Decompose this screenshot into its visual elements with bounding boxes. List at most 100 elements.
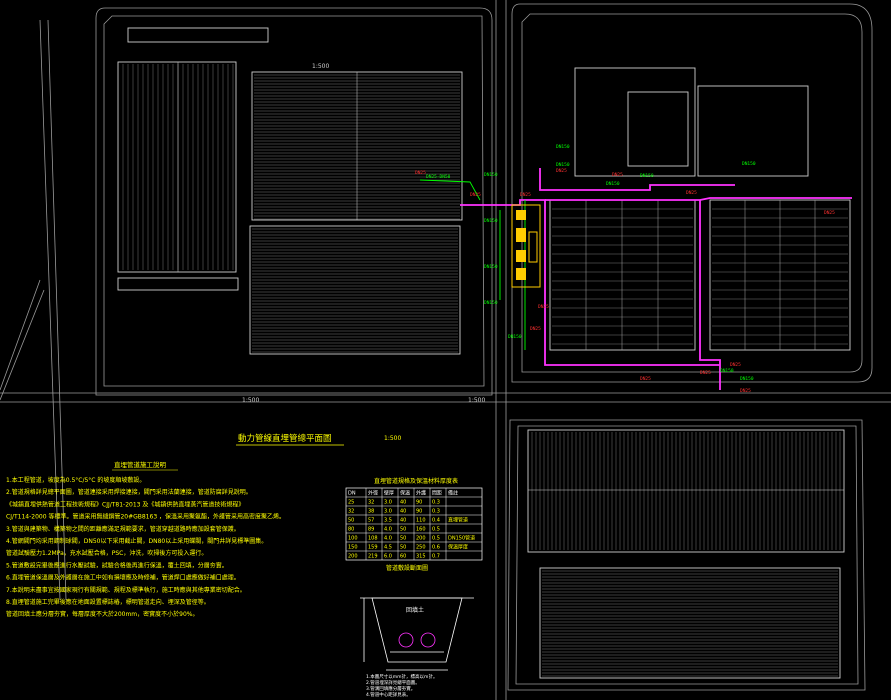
pipe-main-north	[539, 168, 735, 191]
red-pipe-tag: DN25	[824, 210, 835, 216]
green-pipe-tag: DN150	[606, 181, 620, 187]
pipe-green-west	[419, 179, 481, 201]
table-cell: 100	[348, 536, 358, 542]
table-cell: 200	[416, 536, 426, 542]
pipe-section-left	[398, 632, 414, 648]
table-cell: 159	[368, 545, 378, 551]
table-cell: 25	[348, 500, 354, 506]
lot-label-1: 1:500	[312, 63, 329, 70]
section-note-line: 1.本圖尺寸以mm計，標高以m計。	[366, 673, 437, 680]
right-bottom-buildings	[527, 429, 845, 679]
note-line: 8.直埋管道施工完畢後應在地面設置標誌樁，標明管道走向、埋深及管徑等。	[6, 598, 210, 606]
table-cell: 0.5	[432, 527, 440, 533]
table-header-cell: DN	[348, 491, 356, 497]
drawing-scale: 1:500	[384, 435, 401, 442]
note-line: 管道試驗壓力1.2MPa，充水試壓合格，PSC，沖洗，吹掃後方可投入運行。	[6, 549, 207, 557]
green-pipe-tag: DN25-DN50	[426, 174, 451, 180]
note-line: 3.管道與建築物、構築物之間的距離應滿足規範要求，管道穿越道路時應加設套管保護。	[6, 525, 240, 533]
table-cell: 0.3	[432, 509, 440, 515]
boiler-room	[511, 204, 541, 288]
green-pipe-tag: DN150	[556, 144, 570, 150]
red-pipe-tag: DN25	[538, 304, 549, 310]
note-line: 4.管網閥門均采用鋼制球閥，DN50以下采用截止閥，DN80以上采用蝶閥，閥門井…	[6, 537, 267, 545]
green-pipe-tag: DN150	[484, 300, 498, 306]
table-header-cell: 備註	[448, 490, 458, 497]
road-main-vertical	[495, 0, 507, 700]
section-note-line: 4.管道中心距詳見表。	[366, 691, 411, 698]
red-pipe-tag: DN25	[686, 190, 697, 196]
road-right-top-inner	[521, 13, 863, 373]
red-pipe-tag: DN25	[530, 326, 541, 332]
table-header-cell: 外徑	[368, 490, 378, 497]
pipe-routes	[460, 168, 852, 390]
red-pipe-tag: DN25	[470, 192, 481, 198]
table-cell: 90	[416, 509, 422, 515]
warehouse-upper	[527, 429, 845, 553]
table-cell: 50	[400, 545, 406, 551]
green-pipe-tag: DN150	[740, 376, 754, 382]
notes-heading: 直埋管道施工說明	[114, 460, 167, 469]
boiler-unit-5	[528, 231, 538, 263]
table-cell: 80	[348, 527, 354, 533]
section-fill-label: 回填土	[406, 606, 424, 614]
pipe-south	[544, 345, 720, 366]
green-pipe-tag: DN150	[640, 173, 654, 179]
road-left-site-inner	[103, 15, 485, 387]
table-header-cell: 壁厚	[384, 490, 394, 497]
table-cell: 4.0	[384, 527, 392, 533]
table-cell: 110	[416, 518, 426, 524]
green-pipe-tag: DN150	[484, 172, 498, 178]
left-site-buildings	[117, 27, 463, 355]
office-annex	[697, 85, 809, 177]
table-cell: 160	[416, 527, 426, 533]
road-right-top-outer	[511, 3, 873, 383]
table-title: 直埋管道規格及保溫材料厚度表	[374, 477, 458, 485]
note-line: 2.管道規格詳見總平面圖，管道連接采用焊接連接，閥門采用法蘭連接，管道防腐詳見說…	[6, 488, 252, 496]
table-cell: 0.4	[432, 518, 440, 524]
red-pipe-tag: DN25	[415, 170, 426, 176]
pipe-east-branch	[545, 199, 721, 390]
office-courtyard	[627, 91, 689, 167]
table-cell: 40	[400, 500, 406, 506]
green-pipe-tag: DN150	[484, 218, 498, 224]
table-cell: 50	[348, 518, 354, 524]
red-pipe-tag: DN25	[740, 388, 751, 394]
table-cell: 89	[368, 527, 374, 533]
boiler-unit-4	[516, 268, 526, 280]
road-left-site-outer	[95, 7, 493, 396]
left-site-parking-strip	[117, 277, 239, 291]
table-header-cell: 外護	[416, 490, 426, 497]
table-cell: 108	[368, 536, 378, 542]
table-cell: 3.0	[384, 509, 392, 515]
table-cell: 50	[400, 527, 406, 533]
table-cell: 200	[348, 554, 358, 560]
table-cell: 6.0	[384, 554, 392, 560]
table-cell: 直埋管道	[448, 517, 468, 524]
table-cell: 32	[348, 509, 354, 515]
table-header-cell: 保溫	[400, 490, 410, 497]
section-notes: 1.本圖尺寸以mm計，標高以m計。2.管道埋深詳見總平面圖。3.管溝回填應分層夯…	[366, 673, 437, 698]
building-left-lower	[249, 225, 461, 355]
table-cell: 40	[400, 518, 406, 524]
table-cell: 0.3	[432, 500, 440, 506]
section-note-line: 2.管道埋深詳見總平面圖。	[366, 679, 420, 686]
table-cell: 4.5	[384, 545, 392, 551]
table-cell: 60	[400, 554, 406, 560]
table-cell: 50	[400, 536, 406, 542]
table-cell: 219	[368, 554, 378, 560]
road-diagonal	[0, 279, 45, 401]
pipe-to-plant	[460, 199, 546, 345]
note-line: 5.管道敷設完畢後應進行水壓試驗，試驗合格後再進行保溫，覆土回填，分層夯實。	[6, 561, 228, 569]
left-buildings-hatch	[122, 62, 460, 353]
table-cell: 150	[348, 545, 358, 551]
table-cell: 57	[368, 518, 374, 524]
note-line: 7.本說明未盡事宜按國家現行有關規範、規程及標準執行，施工時應與其他專業密切配合…	[6, 586, 246, 594]
table-cell: 250	[416, 545, 426, 551]
drawing-title: 動力管線直埋管總平面圖	[238, 433, 332, 444]
left-site-guardhouse	[127, 27, 269, 43]
green-pipe-tag: DN150	[556, 162, 570, 168]
